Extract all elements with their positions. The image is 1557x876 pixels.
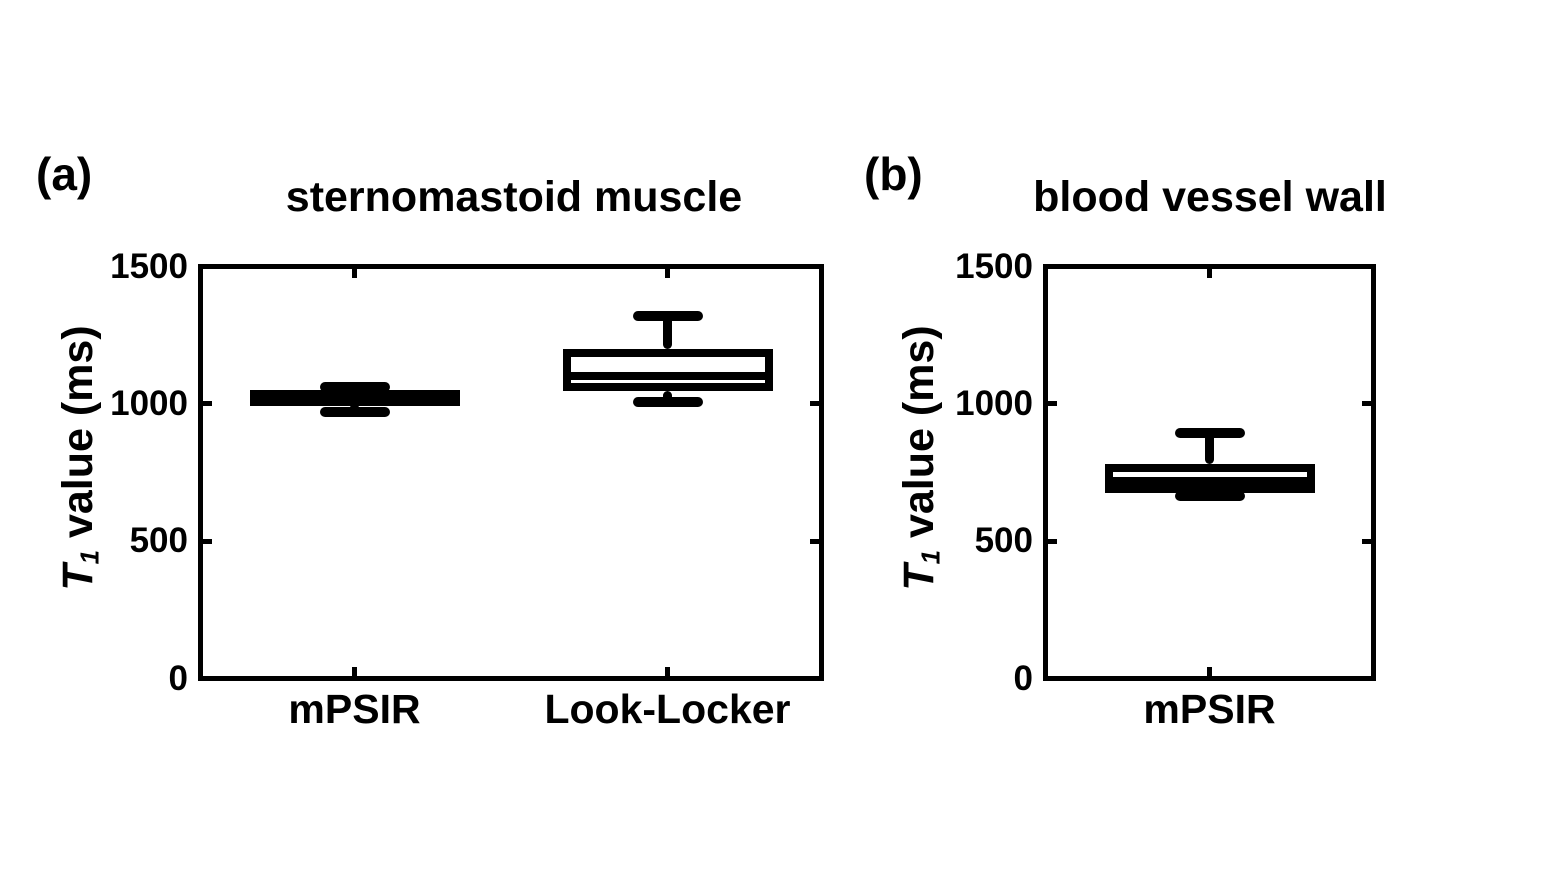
- y-tick-mark-right: [1362, 538, 1371, 544]
- whisker-lower-stem: [663, 391, 672, 403]
- box-median-line: [562, 372, 773, 381]
- y-tick-mark-right: [810, 401, 819, 407]
- x-tick-mark-top: [1207, 269, 1212, 278]
- box: [562, 348, 773, 392]
- x-tick-mark-bottom: [1207, 667, 1212, 676]
- y-tick-mark-right: [810, 538, 819, 544]
- whisker-lower-cap: [1174, 490, 1245, 501]
- y-tick-label: 1000: [110, 383, 188, 423]
- whisker-upper-cap: [1174, 427, 1245, 438]
- y-tick-label: 0: [168, 658, 188, 698]
- y-tick-label: 1500: [110, 246, 188, 286]
- panel-b-y-axis-title: T1 value (ms): [891, 238, 947, 678]
- category-label: mPSIR: [288, 686, 421, 732]
- panel-a-plot-frame: [198, 264, 824, 681]
- panel-a-y-axis-title: T1 value (ms): [50, 238, 106, 678]
- whisker-lower-cap: [632, 397, 703, 408]
- y-tick-label: 500: [129, 521, 188, 561]
- box-median-line: [1104, 476, 1315, 485]
- x-tick-mark-top: [352, 269, 357, 278]
- box-median-line: [249, 394, 460, 403]
- whisker-upper-stem: [663, 315, 672, 349]
- panel-a-letter: (a): [36, 148, 93, 200]
- y-tick-mark-left: [1048, 401, 1057, 407]
- whisker-upper-cap: [632, 310, 703, 321]
- whisker-upper-stem: [1205, 432, 1214, 465]
- whisker-lower-cap: [319, 407, 390, 418]
- category-label: Look-Locker: [544, 686, 791, 732]
- y-tick-label: 1500: [955, 246, 1033, 286]
- y-tick-mark-left: [203, 538, 212, 544]
- y-tick-label: 500: [974, 521, 1033, 561]
- y-axis-title-variable: T: [895, 564, 943, 591]
- y-tick-mark-right: [1362, 401, 1371, 407]
- y-tick-mark-left: [203, 401, 212, 407]
- panel-b-letter: (b): [864, 148, 923, 200]
- category-label: mPSIR: [1143, 686, 1276, 732]
- y-axis-title-rest: value (ms): [895, 325, 943, 550]
- x-tick-mark-bottom: [665, 667, 670, 676]
- y-tick-label: 1000: [955, 383, 1033, 423]
- y-axis-title-variable: T: [54, 564, 102, 591]
- y-tick-mark-left: [1048, 538, 1057, 544]
- x-tick-mark-top: [665, 269, 670, 278]
- panel-b-title: blood vessel wall: [1033, 173, 1387, 221]
- x-tick-mark-bottom: [352, 667, 357, 676]
- y-axis-title-rest: value (ms): [54, 325, 102, 550]
- whisker-upper-cap: [319, 382, 390, 393]
- panel-a-title: sternomastoid muscle: [285, 173, 743, 221]
- y-tick-label: 0: [1013, 658, 1033, 698]
